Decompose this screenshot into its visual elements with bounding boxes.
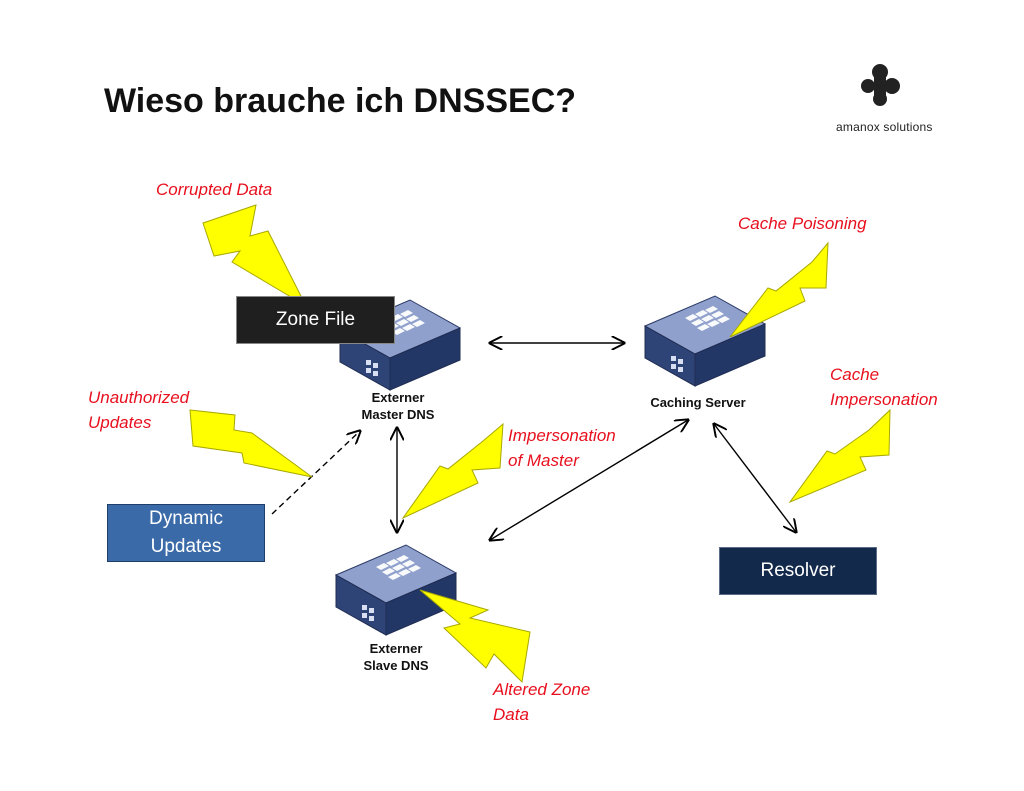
threat-impersonation-of-master: Impersonation of Master [508,426,616,470]
zone-file-box: Zone File [236,296,395,344]
dynamic-update-link [271,431,360,515]
caching-server-icon [644,295,766,387]
slave-dns-label: Externer Slave DNS [363,641,429,673]
resolver-box: Resolver [719,547,877,595]
cache-impersonation-bolt-icon [788,408,891,504]
threat-cache-impersonation: Cache Impersonation [830,365,938,409]
amanox-logo-icon [861,64,900,106]
slave-dns-server-icon [335,544,457,636]
corrupted-data-bolt-icon [202,204,308,308]
unauthorized-updates-bolt-icon [189,409,313,478]
master-dns-label: Externer Master DNS [361,390,435,422]
threat-unauthorized-updates: Unauthorized Updates [88,388,190,432]
logo-text: amanox solutions [836,120,933,134]
threat-altered-zone-data: Altered Zone Data [493,680,591,724]
threat-corrupted-data: Corrupted Data [156,180,273,199]
slave-cache-link [490,420,688,540]
altered-zone-data-bolt-icon [419,589,531,684]
cache-resolver-link [714,424,796,532]
impersonation-master-bolt-icon [401,422,504,520]
threat-cache-poisoning: Cache Poisoning [738,214,867,233]
page-title: Wieso brauche ich DNSSEC? [104,82,577,120]
cache-poisoning-bolt-icon [729,241,829,338]
caching-server-label: Caching Server [650,395,746,410]
